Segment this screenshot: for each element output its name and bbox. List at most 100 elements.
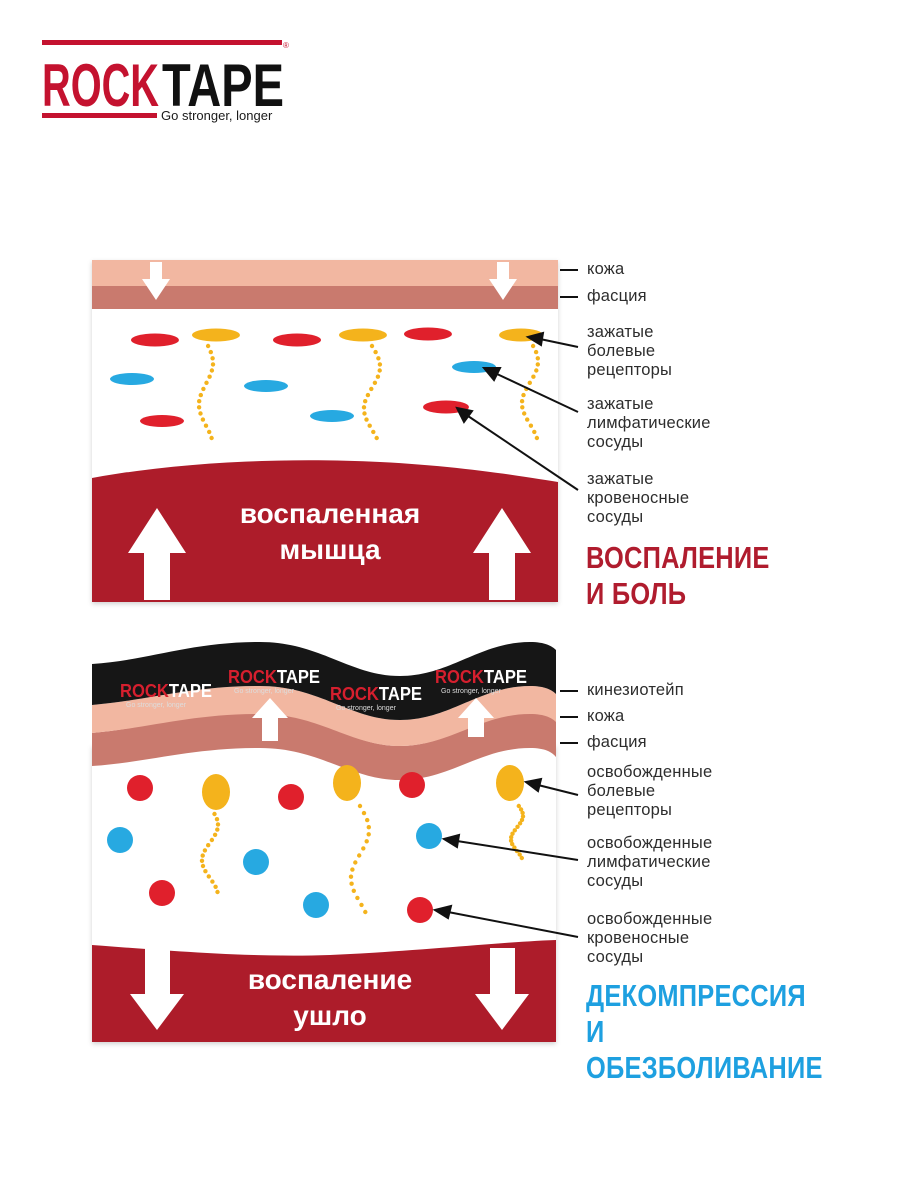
nerve-dot [525,417,530,422]
lymph-vessel [310,410,354,422]
nerve-dot [377,368,382,373]
nerve-dot [534,368,539,373]
pain-receptor [202,774,230,810]
nerve-dot [369,343,375,349]
nerve-dot [364,417,369,422]
headline-inflammation: ВОСПАЛЕНИЕ И БОЛЬ [586,540,770,611]
nerve-dot [535,356,540,361]
fascia-layer [92,286,558,309]
tape-brand-text: ROCKTAPE [120,681,212,701]
nerve-dot [203,869,208,874]
nerve-dot [198,411,203,416]
label-kinesio-tape: кинезиотейп [587,681,684,699]
nerve-dot [528,423,534,428]
nerve-dot [371,429,376,435]
nerve-dot [512,845,517,850]
nerve-dot [200,863,206,869]
nerve-dot [214,817,220,822]
blood-vessel [404,327,452,341]
nerve-dot [377,362,383,367]
nerve-dot [516,803,521,809]
nerve-dot [364,839,369,844]
registered-mark: ® [283,41,289,50]
compression-arrow-icon [142,262,517,300]
logo-bottom-bar [42,113,157,118]
nerve-dot [199,858,205,863]
nerve-dot [357,803,363,809]
nerve-dot [363,399,368,404]
inflamed-muscle [92,940,556,1042]
nerve-dot [350,867,355,872]
nerve-dot [196,405,202,410]
compressed-lymph-vessels [110,361,496,422]
pain-receptor [496,765,524,801]
nerve-dot [204,380,209,385]
nerve-dot [369,386,374,392]
lymph-vessel [107,827,133,853]
blood-vessel [140,415,184,427]
up-arrow-icon [128,508,531,600]
nerve-dot [520,405,525,410]
free-blood-vessels [127,772,433,923]
nerve-dot [366,832,371,837]
nerve-dot [361,846,366,851]
blood-vessel [278,784,304,810]
logo-rock-text: ROCK [42,52,159,119]
nerve-dot [207,374,212,379]
nerve-dot [206,874,211,879]
nerve-dot [215,889,220,895]
nerve-dot [362,411,367,416]
nerve-dot [515,824,520,829]
skin-layer [92,686,556,746]
nerve-dot [521,392,526,398]
nerve-dot [534,435,540,441]
nerve-dot [357,853,362,858]
nerve-dot [367,423,372,428]
tape-tagline-text: Go stronger, longer [234,688,295,695]
nerve-dot [207,429,212,435]
label-skin: кожа [587,260,625,278]
nerve-dot [359,902,364,908]
headline-decompression: ДЕКОМПРЕССИЯ И ОБЕЗБОЛИВАНИЕ [586,978,823,1085]
inflammation-gone-label: воспаление ушло [247,964,413,1031]
nerve-dot [376,356,381,361]
label-fascia: фасция [587,733,647,751]
nerve-dot [200,853,205,858]
blood-vessel [407,897,433,923]
lymph-vessel [416,823,442,849]
label-blood-vessels: зажатые кровеносные сосуды [587,470,690,526]
nerve-dot [355,895,360,901]
nerve-dot [518,807,524,812]
nerve-dot [519,817,525,823]
nerve-dot [522,411,527,416]
nerve-dot [205,343,211,349]
nerve-dot [212,832,218,837]
nerve-dot [351,888,356,893]
leader-lines [455,269,579,491]
blood-vessel [273,333,321,347]
nerve-dot [363,909,368,915]
label-fascia: фасция [587,287,647,305]
nerve-dot [373,349,378,355]
blood-vessel [399,772,425,798]
nerve-fibers [196,343,540,441]
nerve-dot [210,362,216,367]
logo-tape-text: TAPE [162,52,284,119]
nerve-dot [349,881,354,886]
nerve-dot [527,380,532,385]
nerve-dot [361,810,367,816]
free-pain-receptors [202,765,524,810]
blood-vessel [131,333,179,347]
pain-receptor [339,328,387,342]
lymph-vessel [110,373,154,385]
pain-receptor [333,765,361,801]
nerve-dot [212,811,217,817]
nerve-dot [535,362,540,367]
nerve-dot [209,837,215,843]
logo-tagline: Go stronger, longer [161,108,273,123]
nerve-dot [374,435,379,441]
inflamed-muscle [92,460,558,602]
nerve-dot [512,828,517,833]
